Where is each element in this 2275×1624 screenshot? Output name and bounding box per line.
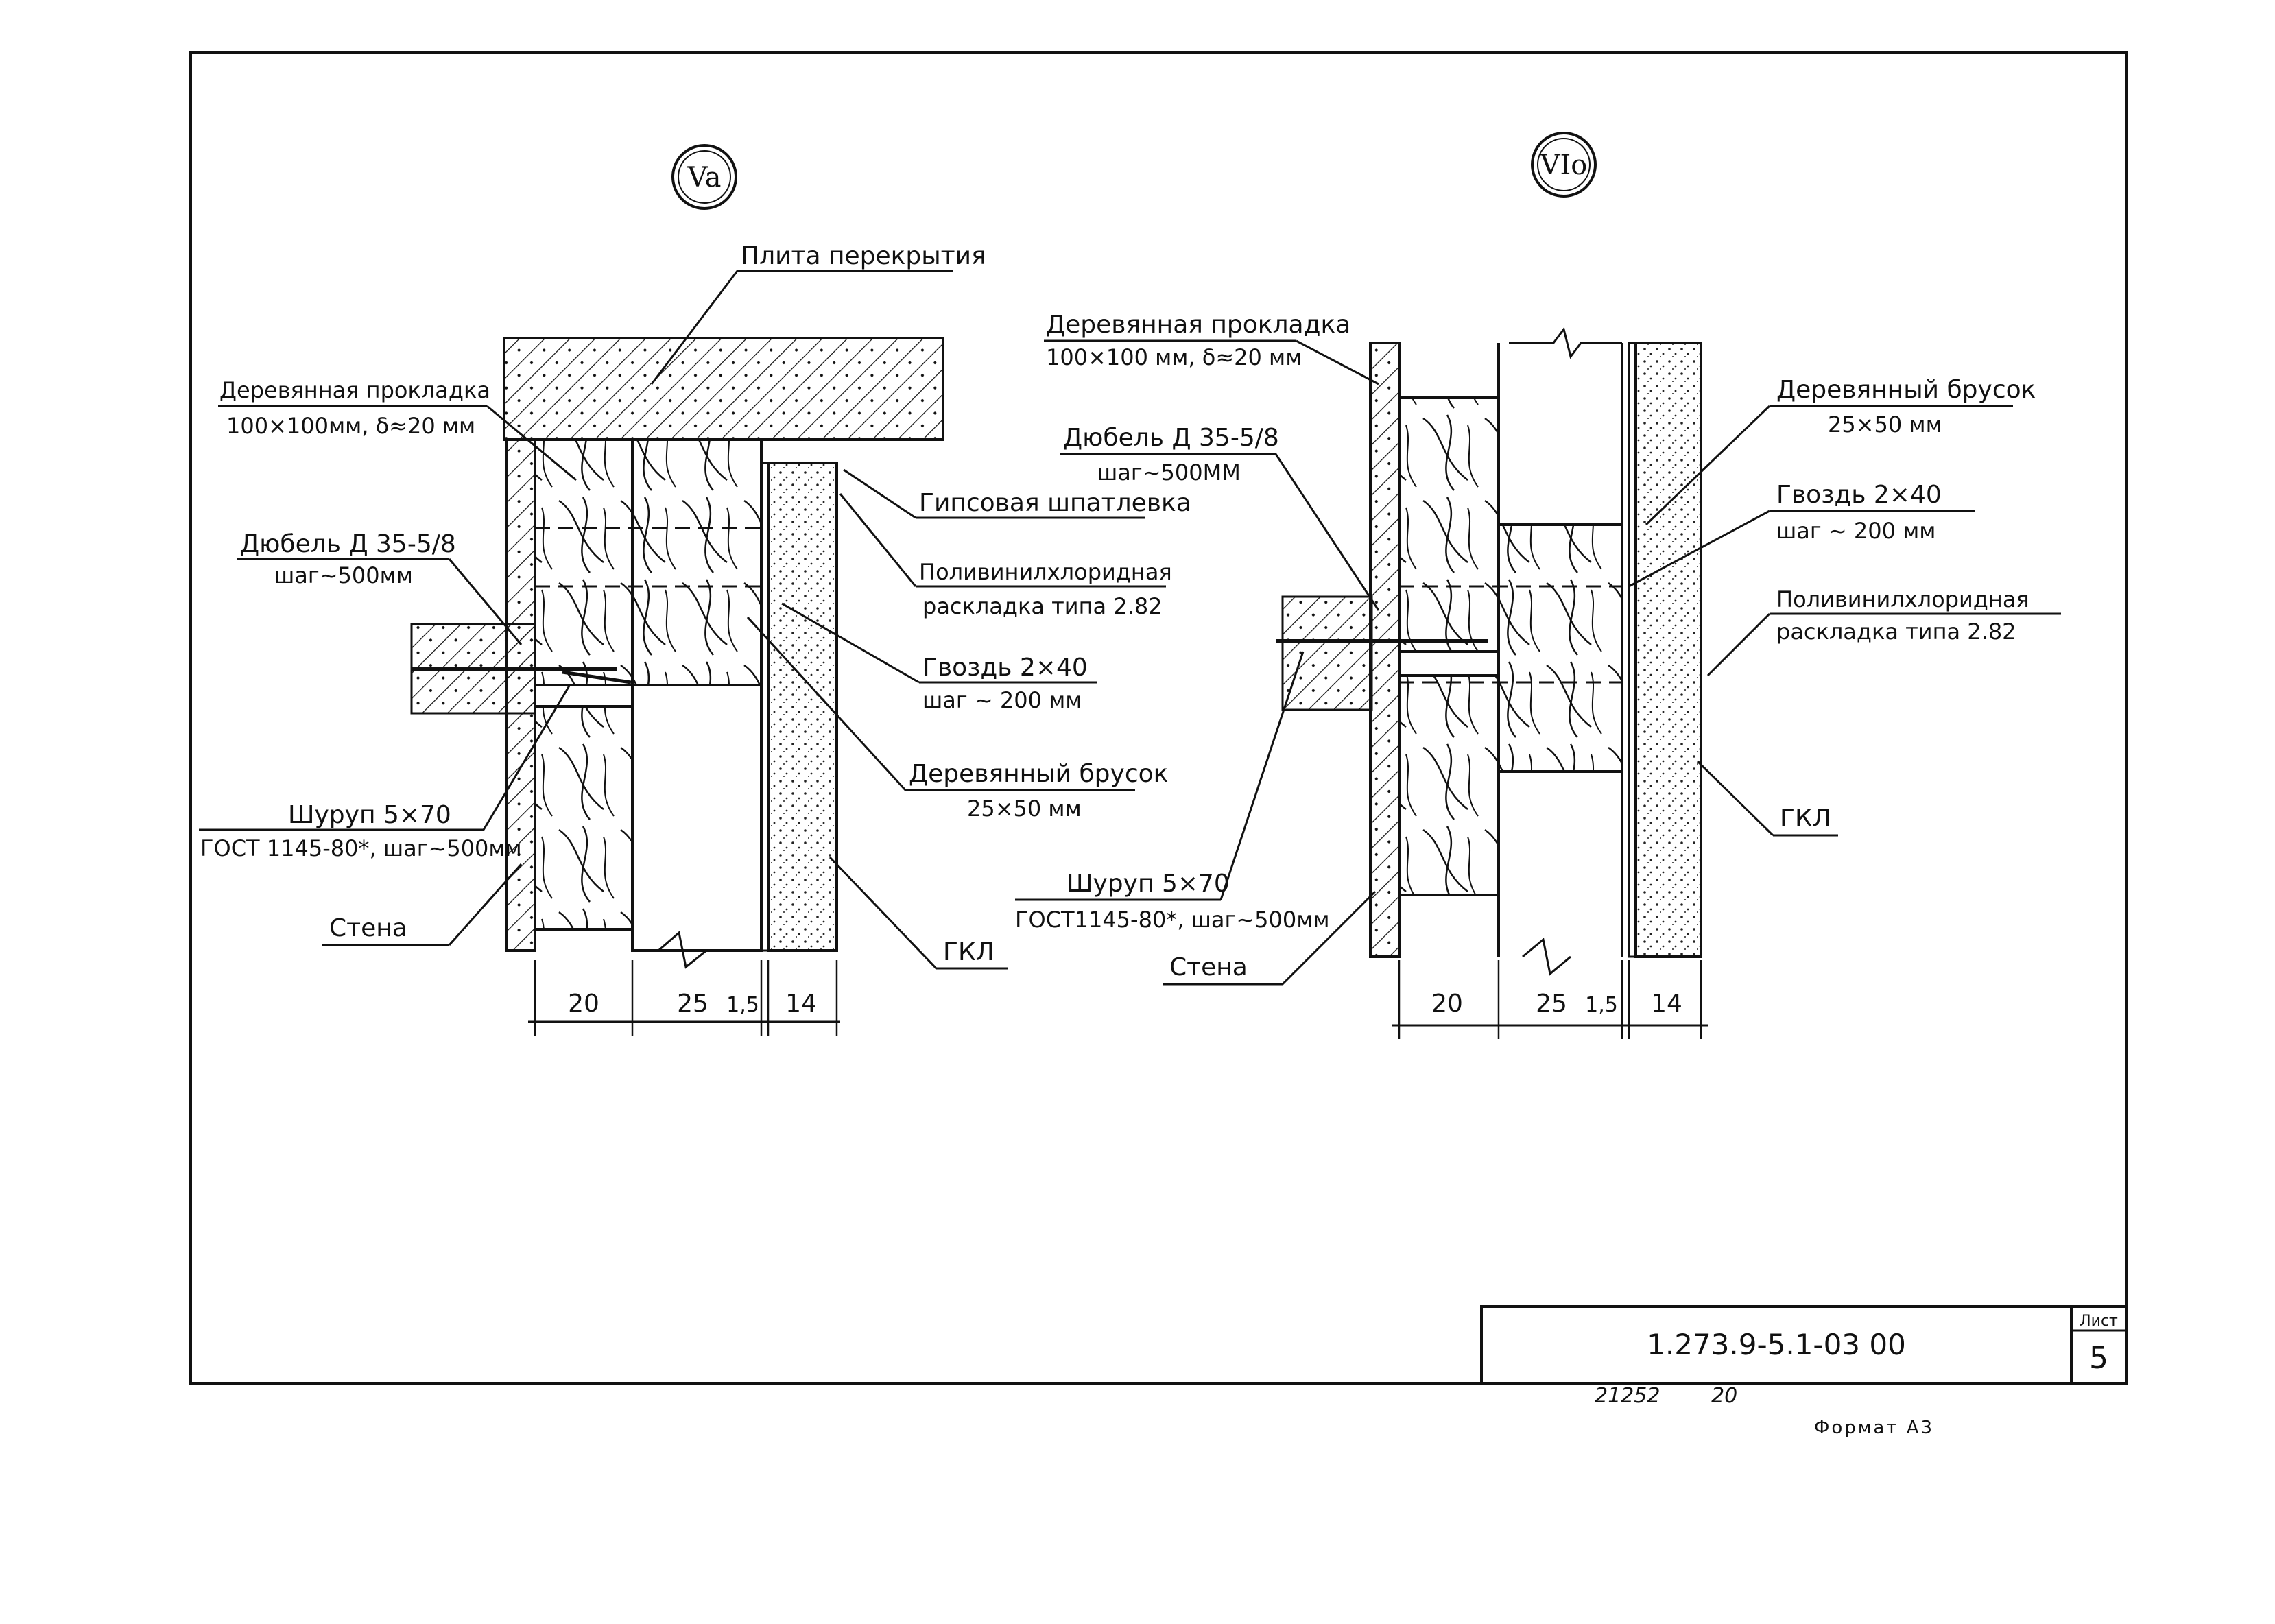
label-pad-2-r: 100×100 мм, δ≈20 мм <box>1046 344 1302 370</box>
title-stamp: 1.273.9-5.1-03 00 Лист 5 <box>1480 1305 2128 1385</box>
label-bar-1: Деревянный брусок <box>909 760 1168 788</box>
wall-2 <box>1369 342 1401 958</box>
sheet-label: Лист <box>2080 1313 2118 1330</box>
gypsum-board-2 <box>1634 342 1702 958</box>
label-slab: Плита перекрытия <box>741 242 986 270</box>
format-label: Формат А3 <box>1814 1418 1934 1438</box>
wood-pad-lower <box>534 705 634 931</box>
label-bar-1-r: Деревянный брусок <box>1776 376 2036 404</box>
detail-vio: VIо 20 25 1,5 14 Деревянная <box>1015 132 2061 1039</box>
sheet-frame <box>189 51 2128 1385</box>
section-mark-vio: VIо <box>1540 150 1588 181</box>
label-pvc-1: Поливинилхлоридная <box>919 559 1172 585</box>
label-bar-2: 25×50 мм <box>967 796 1082 822</box>
label-screw-1-r: Шуруп 5×70 <box>1067 870 1230 898</box>
screw <box>562 670 632 684</box>
label-wall-r: Стена <box>1169 953 1248 981</box>
label-nail-1-r: Гвоздь 2×40 <box>1776 481 1942 509</box>
wood-bar-2 <box>1497 523 1623 773</box>
label-pad-1: Деревянная прокладка <box>219 377 490 403</box>
slab-edge-2 <box>1281 595 1373 711</box>
wood-pad <box>534 438 634 686</box>
dim-14: 14 <box>785 990 817 1018</box>
label-gkl: ГКЛ <box>943 938 994 966</box>
label-nail-2-r: шаг ~ 200 мм <box>1776 518 1935 544</box>
dim-20: 20 <box>568 990 599 1018</box>
label-dowel-1-r: Дюбель Д 35-5/8 <box>1063 424 1279 452</box>
dim-25: 25 <box>677 990 708 1018</box>
label-pvc-1-r: Поливинилхлоридная <box>1776 586 2029 612</box>
detail-va: Va 20 25 1,5 14 Плита перек <box>199 144 1191 1036</box>
label-pvc-2: раскладка типа 2.82 <box>922 593 1163 619</box>
dim-1-5: 1,5 <box>726 993 759 1017</box>
dim-20-r: 20 <box>1431 990 1463 1018</box>
gypsum-board <box>767 462 838 952</box>
dim-1-5-r: 1,5 <box>1585 993 1618 1017</box>
label-gkl-r: ГКЛ <box>1780 804 1831 833</box>
label-pad-1-r: Деревянная прокладка <box>1046 311 1350 339</box>
label-pad-2: 100×100мм, δ≈20 мм <box>226 413 475 439</box>
section-mark-circle-2 <box>1531 132 1597 198</box>
label-screw-1: Шуруп 5×70 <box>288 801 451 829</box>
label-screw-2-r: ГОСТ1145-80*, шаг~500мм <box>1015 907 1330 933</box>
inv-number: 21252 <box>1595 1384 1660 1408</box>
sheet-number: 5 <box>2089 1341 2108 1376</box>
label-dowel-2-r: шаг~500ММ <box>1097 459 1241 486</box>
label-nail-1: Гвоздь 2×40 <box>922 654 1088 682</box>
wood-bar <box>631 438 763 686</box>
label-pvc-2-r: раскладка типа 2.82 <box>1776 619 2016 645</box>
floor-slab <box>503 337 944 441</box>
inv-suffix: 20 <box>1711 1384 1737 1408</box>
label-dowel-2: шаг~500мм <box>274 562 413 588</box>
label-screw-2: ГОСТ 1145-80*, шаг~500мм <box>200 835 522 861</box>
label-dowel-1: Дюбель Д 35-5/8 <box>240 530 456 558</box>
label-wall: Стена <box>329 914 407 942</box>
dim-14-r: 14 <box>1651 990 1682 1018</box>
wood-pad-2 <box>1398 396 1500 653</box>
dim-25-r: 25 <box>1536 990 1567 1018</box>
label-bar-2-r: 25×50 мм <box>1828 411 1942 438</box>
section-mark-va: Va <box>687 162 721 193</box>
label-putty: Гипсовая шпатлевка <box>919 489 1191 517</box>
section-mark-circle <box>671 144 737 210</box>
doc-code: 1.273.9-5.1-03 00 <box>1647 1328 1906 1361</box>
label-nail-2: шаг ~ 200 мм <box>922 687 1082 713</box>
